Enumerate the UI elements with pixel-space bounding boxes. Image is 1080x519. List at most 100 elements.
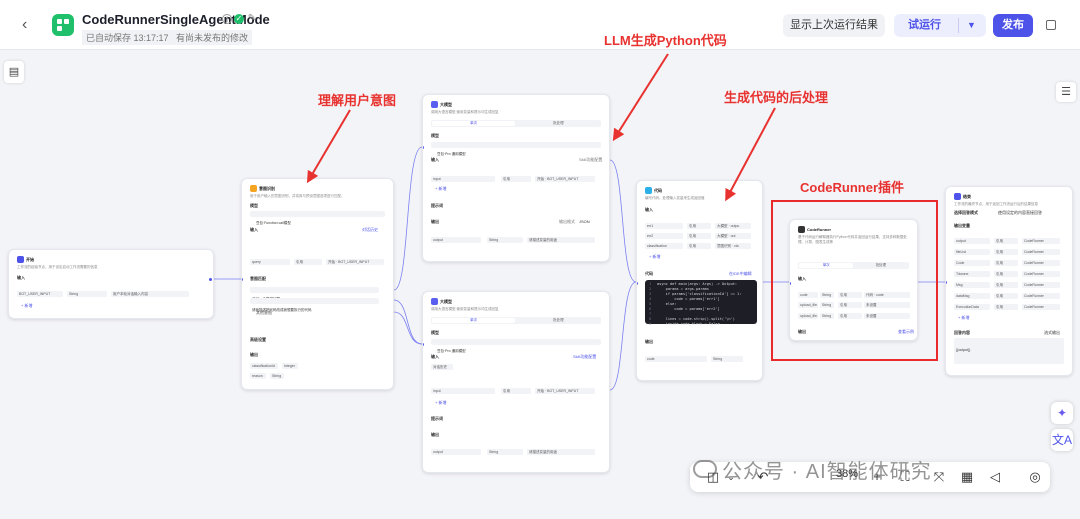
coderunner-v2-src[interactable]: 未设置: [864, 302, 910, 308]
zoom-level[interactable]: 38%: [836, 468, 859, 480]
coderunner-v1-src[interactable]: 代码 · code: [864, 292, 910, 298]
show-last-run-button[interactable]: 显示上次运行结果: [783, 14, 885, 37]
intent-input-ref[interactable]: 引用: [294, 259, 322, 265]
coderunner-input-port[interactable]: [790, 281, 792, 286]
llm-top-node[interactable]: 大模型 调用大语言模型,使用变量和提示词生成回复 单次 批处理 模型 豆包·Pr…: [422, 94, 610, 262]
llm-bottom-input-var[interactable]: input: [431, 388, 495, 394]
llm-top-input-ref[interactable]: 引用: [501, 176, 531, 182]
chevron-left-icon[interactable]: ‹: [22, 16, 28, 33]
end-stream-label[interactable]: 流式输出: [1044, 330, 1060, 335]
end-var-name[interactable]: Code: [954, 260, 990, 266]
llm-bottom-model-select[interactable]: 豆包·Pro 通用模型: [431, 339, 601, 353]
chevron-down-icon[interactable]: ⌄: [727, 472, 735, 482]
end-add-button[interactable]: + 新增: [958, 315, 970, 320]
llm-top-add-button[interactable]: + 新增: [435, 186, 447, 191]
llm-bottom-input-src[interactable]: 开始 · BOT_USER_INPUT: [535, 388, 595, 394]
undo-icon[interactable]: ↶: [757, 469, 769, 484]
zoom-in-icon[interactable]: +: [873, 469, 881, 484]
translate-icon[interactable]: 文A: [1051, 429, 1073, 451]
coderunner-v3-ref[interactable]: 引用: [838, 313, 862, 319]
test-run-button[interactable]: 试运行 ▼: [894, 14, 986, 37]
comment-icon[interactable]: ◁: [990, 469, 1000, 484]
llm-bottom-prompt-label[interactable]: 提示词: [431, 416, 443, 421]
llm-bottom-node[interactable]: 大模型 调用大语言模型,使用变量和提示词生成回复 单次 批处理 模型 豆包·Pr…: [422, 291, 610, 473]
end-var-src[interactable]: CodeRunner: [1022, 293, 1060, 299]
code-v3-ref[interactable]: 引用: [687, 243, 711, 249]
publish-button[interactable]: 发布: [993, 14, 1033, 37]
end-mode-value[interactable]: 使用设定的内容直接回答: [998, 210, 1042, 215]
end-var-name[interactable]: Msg: [954, 282, 990, 288]
code-v2-ref[interactable]: 引用: [687, 233, 711, 239]
caret-down-icon[interactable]: ▼: [967, 20, 976, 30]
code-v3-src[interactable]: 意图识别 · cla: [715, 243, 751, 249]
intent-option-2[interactable]: 请我描述把代码改成我想要执行的代码: [250, 298, 379, 312]
code-v2-src[interactable]: 大模型 · out: [715, 233, 751, 239]
llm-bottom-out-type[interactable]: String: [487, 449, 523, 455]
end-var-src[interactable]: CodeRunner: [1022, 260, 1060, 266]
coderunner-tab-single[interactable]: 单次: [799, 263, 854, 268]
sparkle-icon[interactable]: ✦: [1051, 402, 1073, 424]
llm-bottom-tab-single[interactable]: 单次: [432, 318, 516, 323]
code-out-var[interactable]: code: [645, 356, 707, 362]
code-add-button[interactable]: + 新增: [649, 254, 661, 259]
llm-bottom-out-var[interactable]: output: [431, 449, 481, 455]
coderunner-v3-src[interactable]: 未设置: [864, 313, 910, 319]
intent-history-toggle[interactable]: 对话历史: [362, 227, 378, 232]
llm-bottom-tab-batch[interactable]: 批处理: [553, 318, 564, 322]
copy-icon[interactable]: [1046, 20, 1056, 30]
start-var-name[interactable]: BOT_USER_INPUT: [17, 291, 63, 297]
coderunner-example-link[interactable]: 查看示例: [898, 329, 914, 334]
end-var-name[interactable]: ExecutionData: [954, 304, 990, 310]
llm-bottom-skill-label[interactable]: Skill功能配置: [573, 354, 597, 359]
end-var-src[interactable]: CodeRunner: [1022, 271, 1060, 277]
intent-node[interactable]: 意图识别 用于用户输入的意图识别，并将其与预设意图选项进行匹配。 模型 豆包·F…: [241, 178, 394, 390]
code-input-port[interactable]: [637, 281, 639, 286]
end-var-ref[interactable]: 引用: [994, 304, 1018, 310]
end-var-name[interactable]: dataMsg: [954, 293, 990, 299]
code-v1-src[interactable]: 大模型 · outpu: [715, 223, 751, 229]
end-var-src[interactable]: CodeRunner: [1022, 249, 1060, 255]
llm-top-model-select[interactable]: 豆包·Pro 通用模型: [431, 142, 601, 156]
llm-top-output-format-value[interactable]: JSON: [579, 219, 590, 224]
llm-top-out-var[interactable]: output: [431, 237, 481, 243]
llm-top-tab-batch[interactable]: 批处理: [553, 121, 564, 125]
end-var-src[interactable]: CodeRunner: [1022, 304, 1060, 310]
llm-top-tab-single[interactable]: 单次: [432, 121, 516, 126]
start-output-port[interactable]: [208, 277, 213, 282]
code-out-type[interactable]: String: [711, 356, 743, 362]
code-v2-name[interactable]: err2: [645, 233, 683, 239]
code-v1-ref[interactable]: 引用: [687, 223, 711, 229]
coderunner-v2-name[interactable]: upload_file...: [798, 302, 818, 308]
auto-layout-icon[interactable]: ⤧: [933, 469, 945, 484]
start-node[interactable]: 开始 工作流的起始节点，用于设定启动工作流需要的信息 输入 BOT_USER_I…: [8, 249, 214, 319]
edit-icon[interactable]: ✎: [247, 13, 257, 24]
end-var-name[interactable]: output: [954, 238, 990, 244]
end-var-src[interactable]: CodeRunner: [1022, 238, 1060, 244]
llm-top-prompt-label[interactable]: 提示词: [431, 203, 443, 208]
document-icon[interactable]: ▤: [4, 61, 24, 83]
end-var-ref[interactable]: 引用: [994, 260, 1018, 266]
panel-toggle-icon[interactable]: ☰: [1056, 82, 1076, 102]
llm-top-input-var[interactable]: input: [431, 176, 495, 182]
end-input-port[interactable]: [946, 280, 948, 285]
intent-input-src[interactable]: 开始 · BOT_USER_INPUT: [326, 259, 384, 265]
minimap-icon[interactable]: ▦: [960, 469, 974, 484]
llm-top-input-src[interactable]: 开始 · BOT_USER_INPUT: [535, 176, 595, 182]
intent-input-var[interactable]: query: [250, 259, 290, 265]
start-var-desc[interactable]: 用户本轮对话输入内容: [111, 291, 189, 297]
code-edit-ide-link[interactable]: 在IDE中编辑: [729, 271, 752, 276]
start-var-type[interactable]: String: [67, 291, 107, 297]
end-var-ref[interactable]: 引用: [994, 271, 1018, 277]
end-answer-box[interactable]: {{output}}: [954, 338, 1064, 364]
coderunner-tab-batch[interactable]: 批处理: [875, 263, 887, 267]
help-icon[interactable]: ◎: [1029, 469, 1041, 484]
intent-input-port[interactable]: [242, 277, 244, 282]
llm-top-input-port[interactable]: [423, 145, 425, 150]
llm-bottom-input-ref[interactable]: 引用: [501, 388, 531, 394]
end-var-ref[interactable]: 引用: [994, 282, 1018, 288]
intent-advanced-label[interactable]: 高级设置: [250, 337, 266, 342]
coderunner-v1-ref[interactable]: 引用: [838, 292, 862, 298]
code-v3-name[interactable]: classification: [645, 243, 683, 249]
llm-top-out-desc[interactable]: 请描述变量的用途: [527, 237, 595, 243]
